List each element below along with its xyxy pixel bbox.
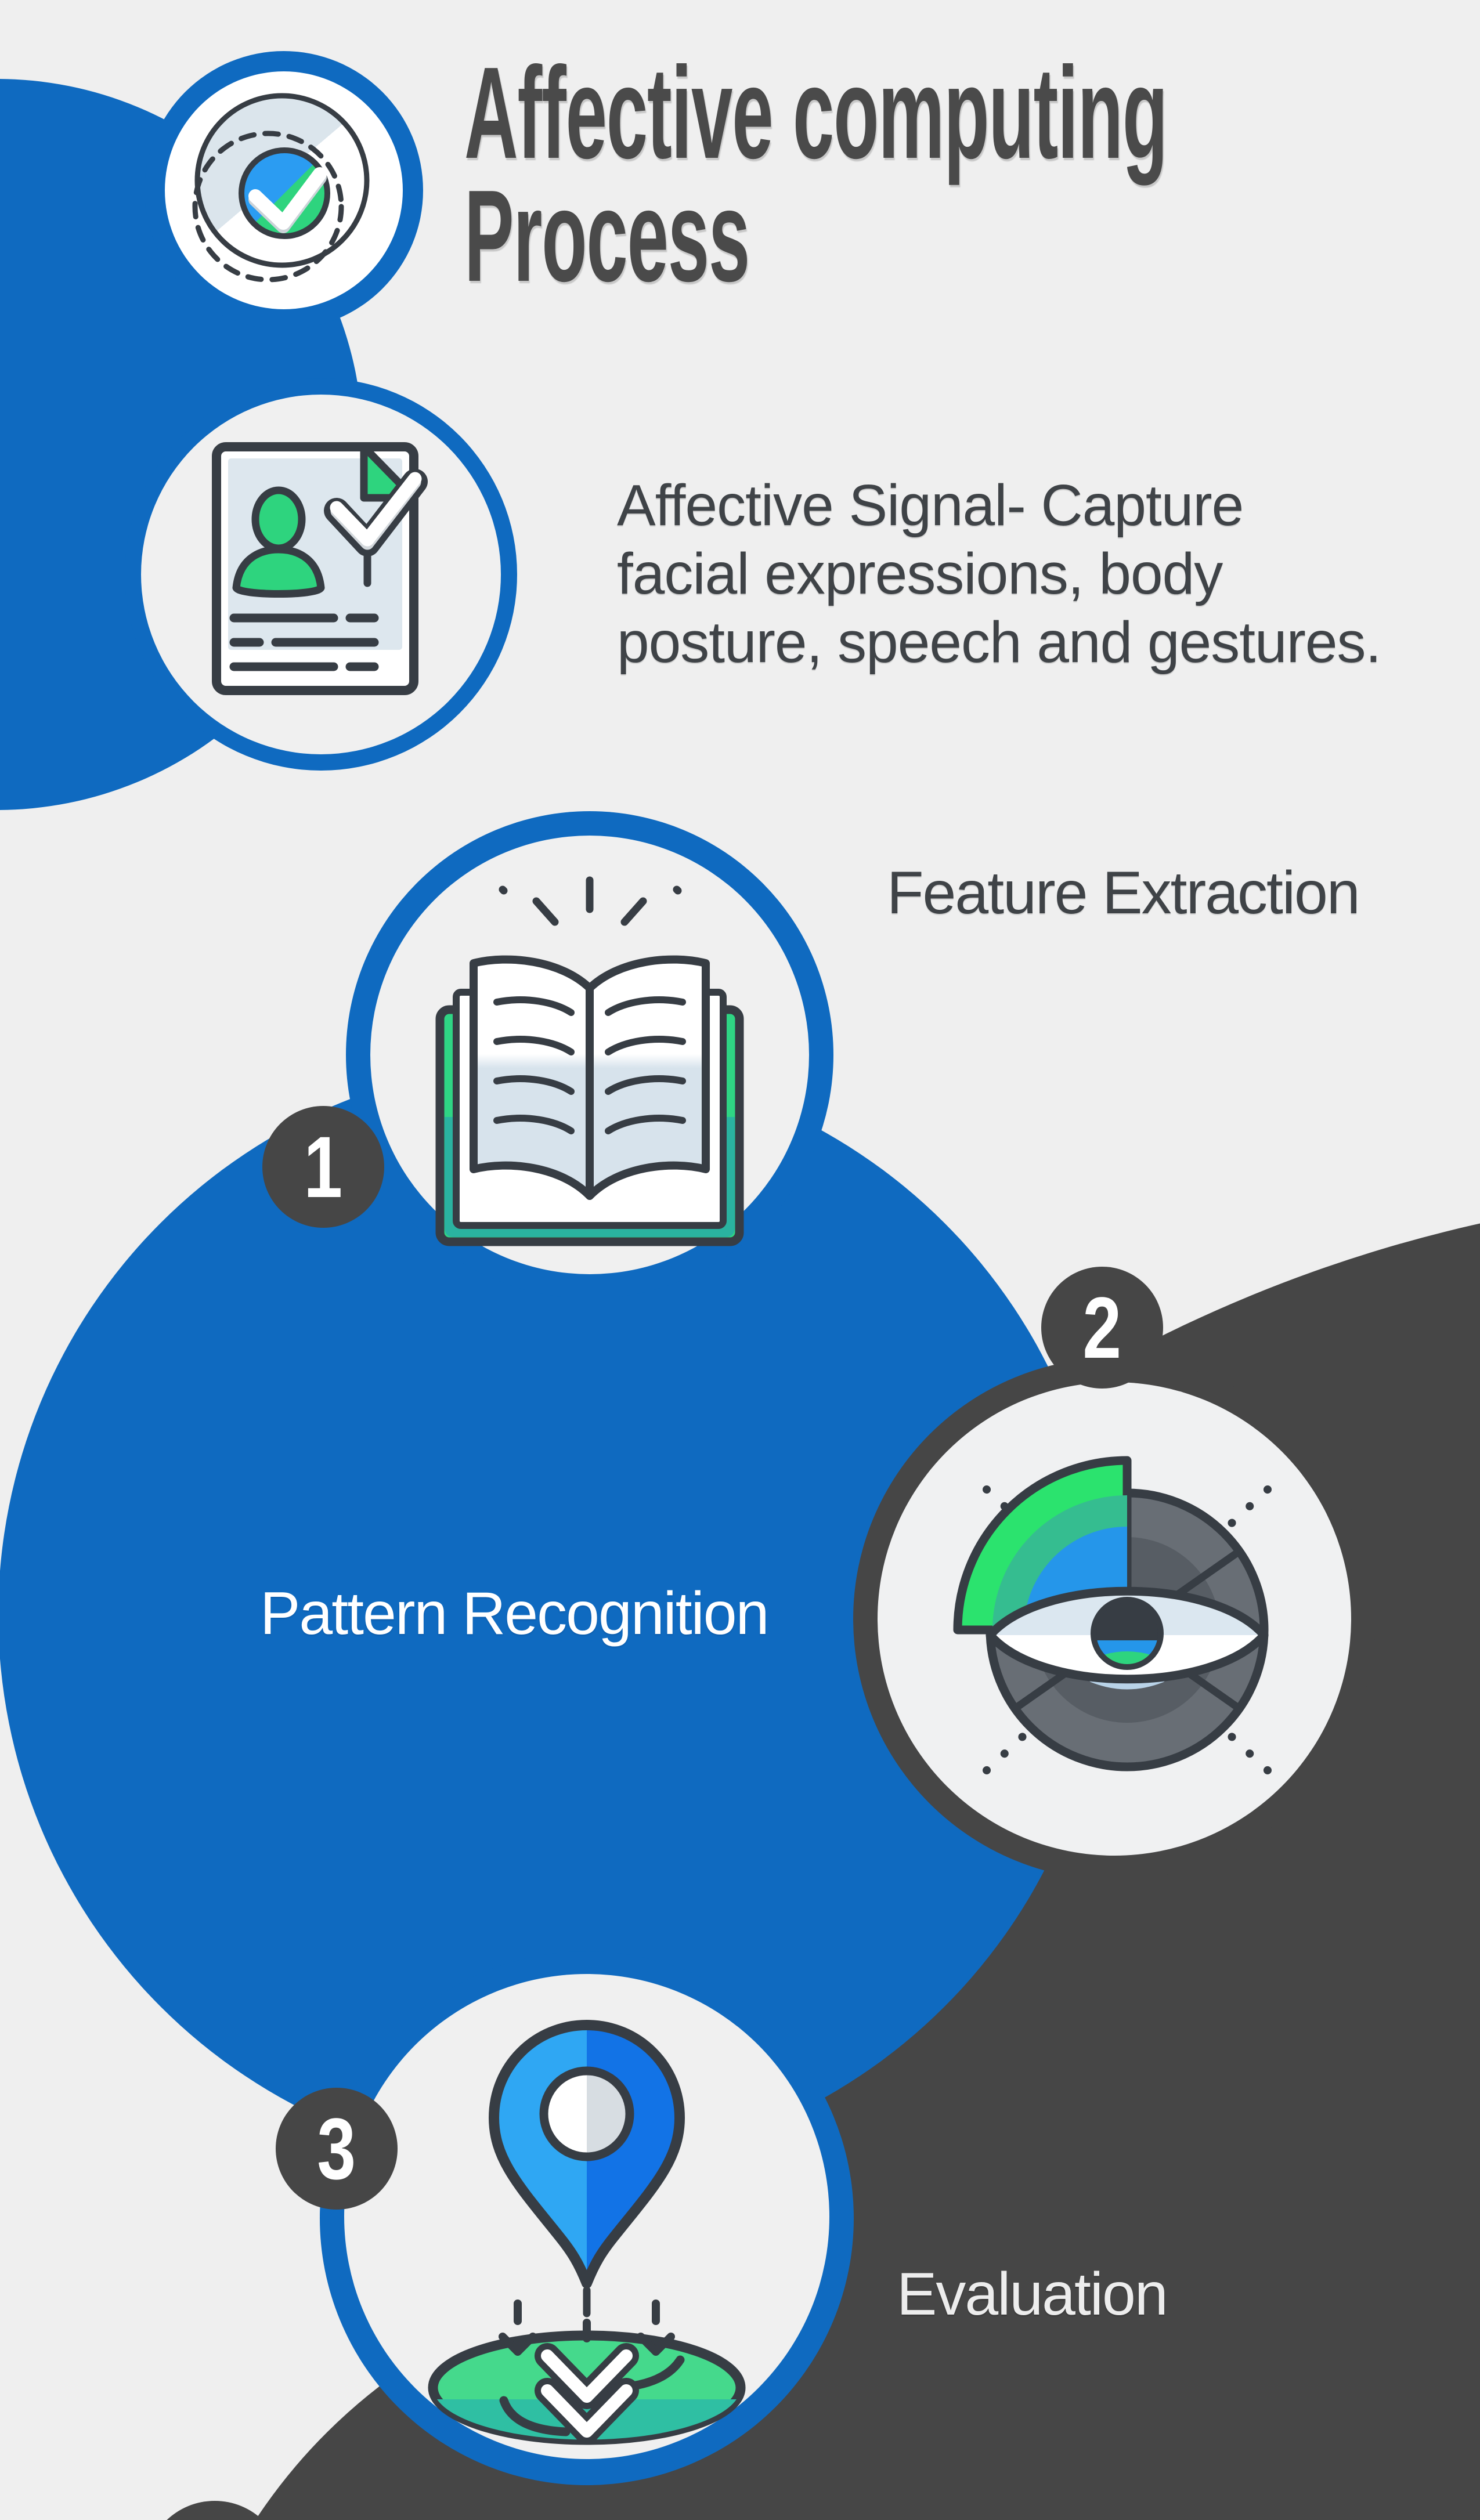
intro-text-line2: facial expressions, body (617, 541, 1223, 606)
eye-analytics-icon (953, 1456, 1272, 1774)
step3-number: 3 (317, 2099, 356, 2197)
open-book-icon (435, 876, 744, 1246)
intro-text-line1: Affective Signal- Capture (617, 473, 1244, 538)
step3-number-badge: 3 (276, 2088, 398, 2210)
page-title-line1: Affective computing (464, 39, 1168, 186)
page-title-line2: Process (464, 162, 750, 309)
intro-text-line3: posture, speech and gestures. (617, 610, 1381, 675)
step3-label: Evaluation (897, 2261, 1168, 2328)
document-check-icon (212, 442, 428, 695)
check-circle-icon (192, 93, 370, 283)
step1-number: 1 (304, 1118, 343, 1216)
step1-number-badge: 1 (262, 1106, 384, 1228)
intro-text: Affective Signal- Capture facial express… (617, 471, 1381, 677)
step2-number-badge: 2 (1041, 1267, 1163, 1389)
step2-label: Pattern Recognition (260, 1580, 769, 1647)
step1-label: Feature Extraction (887, 859, 1360, 927)
location-pin-icon (428, 2020, 746, 2445)
step2-number: 2 (1082, 1278, 1122, 1376)
